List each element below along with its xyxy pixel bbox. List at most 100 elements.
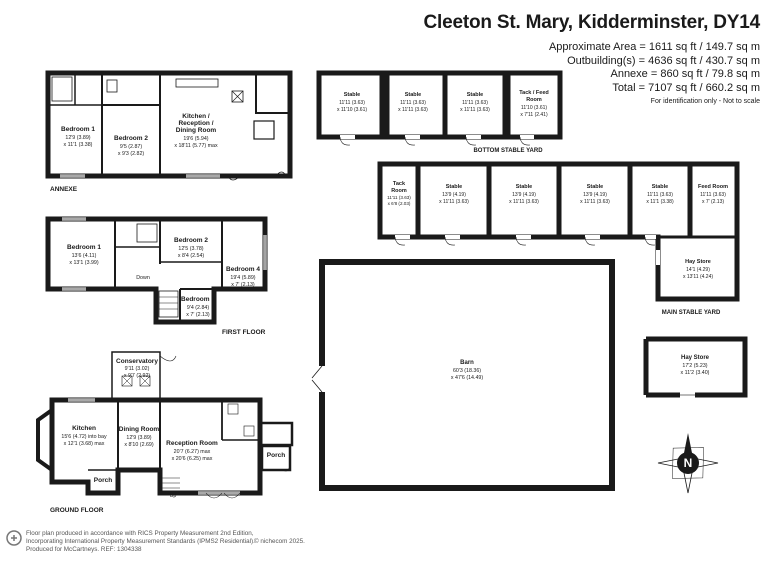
bsy-stable2-dim1: 11'11 (3.63) xyxy=(400,100,426,106)
ff-bedroom3-name: Bedroom 3 xyxy=(181,296,215,303)
first-floor-plan xyxy=(45,216,268,325)
msy-haystore-dim1: 14'1 (4.29) xyxy=(686,267,710,273)
msy-haystore-name: Hay Store xyxy=(685,259,711,265)
msy-tack-line1: Tack xyxy=(393,181,406,187)
msy-stable2-dim2: x 11'11 (3.63) xyxy=(509,199,539,205)
msy-stable4-dim1: 11'11 (3.63) xyxy=(647,192,673,198)
gf-reception-name: Reception Room xyxy=(166,440,218,447)
footer-line-1: Floor plan produced in accordance with R… xyxy=(26,530,254,537)
ground-floor-label: GROUND FLOOR xyxy=(50,507,104,514)
area-summary: Approximate Area = 1611 sq ft / 149.7 sq… xyxy=(549,41,760,105)
bottom-stable-yard-plan xyxy=(316,70,563,146)
barn-dim2: x 47'6 (14.49) xyxy=(451,375,483,381)
gf-stair-up-label: Up xyxy=(170,493,177,499)
gf-conservatory-name: Conservatory xyxy=(116,358,158,365)
main-stable-yard-plan xyxy=(377,161,740,302)
msy-feed-dim1: 11'11 (3.63) xyxy=(700,192,726,198)
area-total: Total = 7107 sq ft / 660.2 sq m xyxy=(612,81,760,94)
annexe-kitchen-line1: Kitchen / xyxy=(182,113,210,120)
annexe-label: ANNEXE xyxy=(50,186,78,193)
bsy-stable3-dim1: 11'11 (3.63) xyxy=(462,100,488,106)
bottom-stable-yard-label: BOTTOM STABLE YARD xyxy=(473,148,543,154)
page-title: Cleeton St. Mary, Kidderminster, DY14 xyxy=(423,12,761,33)
msy-stable1-name: Stable xyxy=(446,184,463,190)
identification-note: For identification only - Not to scale xyxy=(650,98,760,105)
footer-copyright: © nichecom 2025. xyxy=(254,538,305,545)
msy-tack-line2: Room xyxy=(391,188,407,194)
gf-dining-dim2: x 8'10 (2.69) xyxy=(124,442,154,448)
footer-text: Floor plan produced in accordance with R… xyxy=(26,530,255,554)
gf-kitchen-dim2: x 12'1 (3.68) max xyxy=(64,441,105,447)
ff-bedroom2-dim2: x 8'4 (2.54) xyxy=(178,253,205,259)
annexe-bedroom1-dim1: 12'9 (3.89) xyxy=(65,135,90,141)
ground-floor-plan xyxy=(36,351,294,499)
haystore-dim1: 17'2 (5.23) xyxy=(682,363,707,369)
msy-stable4-name: Stable xyxy=(652,184,669,190)
bsy-stable3-dim2: x 11'11 (3.63) xyxy=(460,107,490,113)
ff-bedroom3-dim1: 9'4 (2.84) xyxy=(187,305,209,311)
gf-conservatory-dim1: 9'11 (3.02) xyxy=(125,366,150,372)
ff-bedroom2-dim1: 12'5 (3.78) xyxy=(178,246,203,252)
msy-tack-dim1: 11'11 (3.63) xyxy=(387,195,411,200)
barn-dim1: 60'3 (18.36) xyxy=(453,368,481,374)
area-outbuildings: Outbuilding(s) = 4636 sq ft / 430.7 sq m xyxy=(567,54,760,67)
footer-line-3: Produced for McCartneys. REF: 1304338 xyxy=(26,546,142,553)
ff-bedroom4-name: Bedroom 4 xyxy=(226,266,260,273)
msy-feed-dim2: x 7' (2.13) xyxy=(702,199,724,205)
haystore-dim2: x 11'2 (3.40) xyxy=(681,370,710,376)
annexe-kitchen-dim1: 19'6 (5.94) xyxy=(183,136,208,142)
gf-reception-dim2: x 20'6 (6.25) max xyxy=(172,456,213,462)
annexe-bedroom2-name: Bedroom 2 xyxy=(114,135,148,142)
msy-stable3-dim2: x 11'11 (3.63) xyxy=(580,199,610,205)
bsy-stable3-name: Stable xyxy=(467,92,484,98)
gf-porch-rear-name: Porch xyxy=(94,477,112,484)
hay-store-plan xyxy=(643,336,748,398)
msy-stable4-dim2: x 11'1 (3.38) xyxy=(646,199,674,205)
gf-conservatory-dim2: x 9'7 (2.92) xyxy=(124,373,151,379)
area-approximate: Approximate Area = 1611 sq ft / 149.7 sq… xyxy=(548,41,760,53)
compass-icon: N xyxy=(657,433,719,494)
gf-dining-dim1: 12'9 (3.89) xyxy=(126,435,151,441)
msy-feed-name: Feed Room xyxy=(698,184,728,190)
gf-dining-name: Dining Room xyxy=(119,426,160,433)
compass-north-letter: N xyxy=(684,456,693,470)
ff-bedroom4-dim2: x 7' (2.13) xyxy=(231,282,255,288)
ff-stair-down-label: Down xyxy=(136,275,150,281)
annexe-kitchen-line2: Reception / xyxy=(178,120,213,127)
msy-stable3-dim1: 13'9 (4.19) xyxy=(583,192,607,198)
ff-bedroom2-name: Bedroom 2 xyxy=(174,237,208,244)
barn-name: Barn xyxy=(460,360,474,366)
gf-kitchen-name: Kitchen xyxy=(72,425,96,432)
footer-line-2: Incorporating International Property Mea… xyxy=(26,538,255,545)
bsy-tack-line1: Tack / Feed xyxy=(519,90,549,96)
annexe-kitchen-line3: Dining Room xyxy=(176,127,217,134)
ff-bedroom1-name: Bedroom 1 xyxy=(67,244,101,251)
gf-kitchen-dim1: 15'6 (4.72) into bay xyxy=(61,434,107,440)
bsy-tack-line2: Room xyxy=(526,97,542,103)
gf-reception-dim1: 20'7 (6.27) max xyxy=(174,449,211,455)
annexe-bedroom2-dim1: 9'5 (2.87) xyxy=(120,144,142,150)
msy-stable3-name: Stable xyxy=(587,184,604,190)
area-annexe: Annexe = 860 sq ft / 79.8 sq m xyxy=(610,68,760,80)
barn-plan xyxy=(311,259,615,491)
msy-haystore-dim2: x 13'11 (4.24) xyxy=(683,274,713,280)
bsy-stable1-dim1: 11'11 (3.63) xyxy=(339,100,365,106)
msy-tack-dim2: x 6'8 (2.03) xyxy=(388,201,411,206)
ff-bedroom1-dim2: x 13'1 (3.99) xyxy=(69,260,99,266)
msy-stable2-dim1: 13'9 (4.19) xyxy=(512,192,536,198)
floorplan-logo-icon xyxy=(6,530,22,546)
annexe-plan xyxy=(45,70,293,181)
main-stable-yard-label: MAIN STABLE YARD xyxy=(662,310,721,316)
bsy-tack-dim1: 11'10 (3.61) xyxy=(521,105,547,111)
msy-stable1-dim1: 13'9 (4.19) xyxy=(442,192,466,198)
gf-porch-side-name: Porch xyxy=(267,452,285,459)
bsy-tack-dim2: x 7'11 (2.41) xyxy=(520,112,548,118)
ff-bedroom4-dim1: 19'4 (5.89) xyxy=(230,275,255,281)
bsy-stable1-name: Stable xyxy=(344,92,361,98)
first-floor-label: FIRST FLOOR xyxy=(222,329,266,336)
bsy-stable2-name: Stable xyxy=(405,92,422,98)
annexe-bedroom2-dim2: x 9'3 (2.82) xyxy=(118,151,145,157)
haystore-name: Hay Store xyxy=(681,355,710,361)
annexe-bedroom1-name: Bedroom 1 xyxy=(61,126,95,133)
bsy-stable2-dim2: x 11'11 (3.63) xyxy=(398,107,428,113)
